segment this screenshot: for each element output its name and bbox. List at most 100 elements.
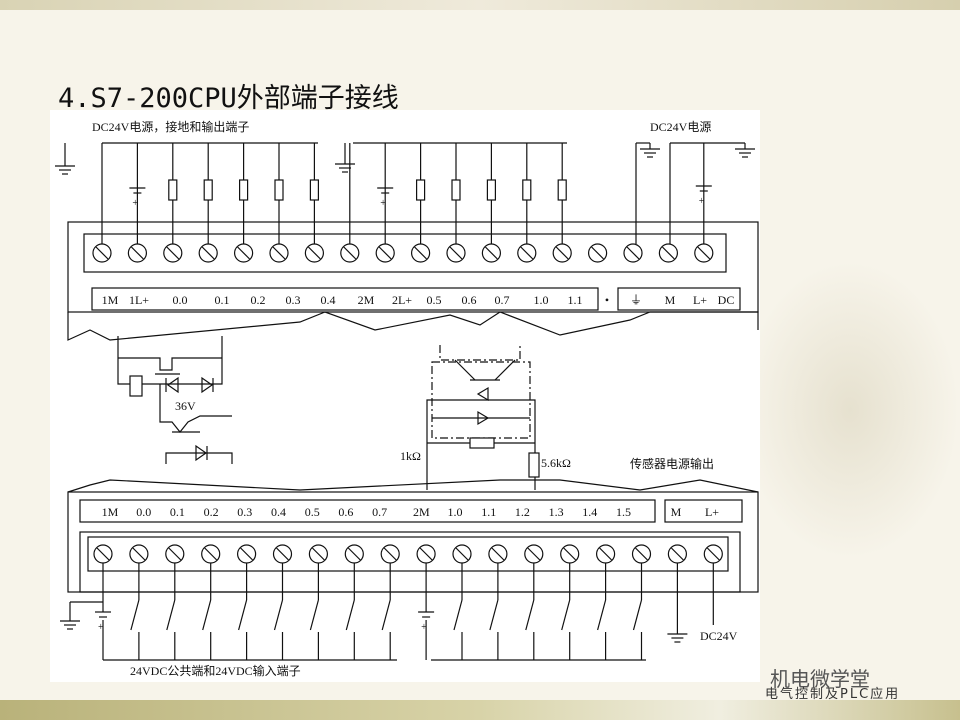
screw-slot (661, 246, 675, 260)
screw-slot (635, 547, 648, 561)
top-terminal-label: • (605, 293, 609, 307)
sensor-power-label: 传感器电源输出 (630, 456, 714, 471)
switch (525, 599, 535, 631)
battery-plus: + (132, 198, 138, 209)
bottom-caption: 24VDC公共端和24VDC输入端子 (130, 663, 301, 678)
screw-slot (527, 547, 541, 561)
screw-slot (307, 246, 321, 260)
switch (597, 599, 607, 631)
bottom-terminal-label: 1.0 (448, 505, 463, 519)
top-terminal-label: 2L+ (392, 293, 412, 307)
screw-slot (455, 547, 469, 561)
screw-slot (383, 547, 397, 561)
screw-slot (168, 547, 182, 561)
bottom-terminal-label: 0.3 (237, 505, 252, 519)
switch (309, 599, 319, 631)
switch (453, 599, 463, 631)
terminal-screw (658, 243, 679, 263)
load-resistor (309, 179, 319, 201)
switch (166, 599, 176, 631)
bottom-terminal-frame (79, 531, 741, 593)
screw-slot (414, 246, 428, 260)
switch (381, 599, 391, 631)
top-terminal-label: 1M (102, 293, 119, 307)
bottom-terminal-label: 1.2 (515, 505, 530, 519)
screw-slot (626, 246, 640, 260)
screw-slot (591, 246, 605, 260)
screw-slot (343, 246, 357, 260)
transistor-output-circuit (426, 345, 540, 490)
bottom-terminal-label: 1.4 (582, 505, 597, 519)
top-band (0, 0, 960, 10)
switch (130, 599, 140, 631)
screw-slot (204, 547, 218, 561)
load-resistor (203, 179, 213, 201)
top-terminal-label: ⏚ (630, 293, 642, 307)
load-resistor (557, 179, 567, 201)
bottom-band (0, 700, 960, 720)
top-terminal-label: 2M (358, 293, 375, 307)
screw-slot (201, 246, 215, 260)
top-terminal-label: 1.1 (568, 293, 583, 307)
bottom-terminal-label: 1.1 (481, 505, 496, 519)
resistor-5k6-label: 5.6kΩ (541, 456, 571, 470)
switch (238, 599, 248, 631)
switch (489, 599, 499, 631)
slide-title: 4.S7-200CPU外部端子接线 (58, 83, 399, 114)
screw-slot (347, 547, 361, 561)
bottom-terminal-label: 0.7 (372, 505, 387, 519)
bottom-terminal-label: L+ (705, 505, 719, 519)
bottom-terminal-label: 1.5 (616, 505, 631, 519)
top-terminal-label: DC (718, 293, 735, 307)
bottom-terminal-label: 1M (102, 505, 119, 519)
switch (273, 599, 284, 631)
screw-slot (272, 246, 286, 260)
top-power-label-box (617, 287, 741, 311)
top-terminal-label: 0.6 (462, 293, 477, 307)
load-resistor (168, 179, 178, 201)
top-module (67, 221, 759, 313)
screw-slot (95, 246, 109, 260)
watermark-name: 机电微学堂 (770, 667, 870, 691)
screw-slot (670, 547, 684, 561)
top-terminal-label: 0.0 (173, 293, 188, 307)
top-caption-left: DC24V电源，接地和输出端子 (92, 119, 249, 134)
bottom-terminal-label: 0.5 (305, 505, 320, 519)
battery-plus: + (380, 198, 386, 209)
top-terminal-label: 1.0 (534, 293, 549, 307)
battery-plus: + (421, 622, 427, 633)
screw-slot (555, 246, 569, 260)
switch (632, 599, 643, 631)
screw-slot (240, 547, 254, 561)
bottom-terminal-label: 0.6 (338, 505, 353, 519)
load-resistor (239, 179, 249, 201)
switch (202, 599, 212, 631)
top-terminal-label: 0.1 (215, 293, 230, 307)
bottom-terminal-label: 0.2 (204, 505, 219, 519)
zener-label: 36V (175, 399, 196, 413)
bottom-terminal-strip (87, 536, 729, 572)
load-resistor (486, 179, 496, 201)
screw-slot (706, 547, 720, 561)
top-break-line (67, 311, 759, 341)
top-terminal-label: 0.5 (427, 293, 442, 307)
screw-slot (419, 547, 433, 561)
terminal-screw (587, 243, 608, 263)
screw-slot (697, 246, 711, 260)
bottom-terminal-label: 0.4 (271, 505, 286, 519)
bottom-terminal-label: 2M (413, 505, 430, 519)
screw-slot (237, 246, 251, 260)
bottom-terminal-label: 0.0 (136, 505, 151, 519)
bottom-break-line (67, 479, 759, 493)
screw-slot (378, 246, 392, 260)
load-resistor (451, 179, 461, 201)
bottom-label-box (79, 499, 656, 523)
top-caption-right: DC24V电源 (650, 120, 711, 134)
bottom-terminal-label: 1.3 (549, 505, 564, 519)
terminal-screw (623, 243, 643, 263)
watermark-sub: 电气控制及PLC应用 (765, 687, 901, 702)
bottom-terminal-label: M (671, 505, 682, 519)
screw-slot (599, 547, 613, 561)
load-resistor (416, 179, 426, 201)
screw-slot (132, 547, 146, 561)
